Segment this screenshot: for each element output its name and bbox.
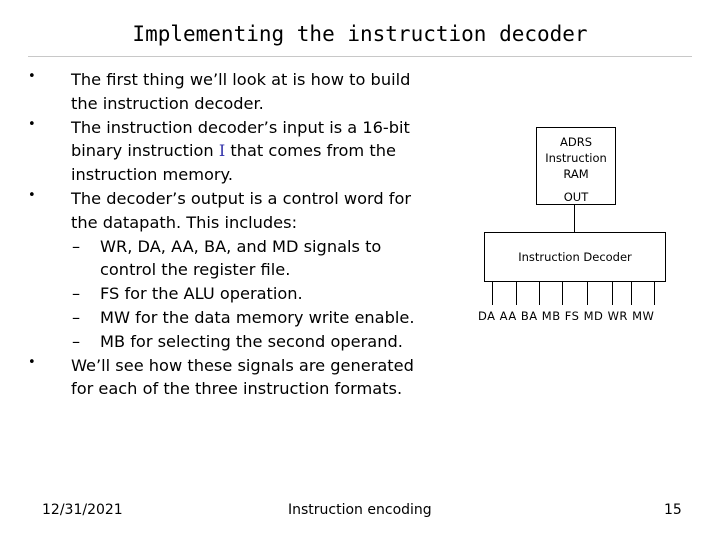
sub-bullet-item: – WR, DA, AA, BA, and MD signals to cont…: [28, 235, 448, 283]
output-wire: [562, 281, 563, 305]
decoder-output-wires: [484, 281, 666, 307]
output-wire: [631, 281, 632, 305]
sub-bullet-text: control the register file.: [100, 260, 291, 280]
sub-bullet-item: – MB for selecting the second operand.: [28, 330, 448, 354]
bullet-text: The first thing we’ll look at is how to …: [71, 70, 411, 89]
sub-bullet-text: MB for selecting the second operand.: [100, 331, 403, 351]
footer-date: 12/31/2021: [42, 502, 123, 518]
instruction-decoder-block: Instruction Decoder: [484, 232, 666, 282]
bullet-text: The instruction decoder’s input is a 16-…: [71, 117, 410, 137]
sub-bullet-item: – MW for the data memory write enable.: [28, 306, 448, 330]
output-wire: [654, 281, 655, 305]
dash-icon: –: [72, 307, 81, 327]
bullet-text: binary instruction I that comes from the: [71, 139, 448, 163]
ram-title-label: RAM: [563, 167, 589, 181]
bullet-text: instruction memory.: [71, 165, 233, 185]
bullet-text: The decoder’s output is a control word f…: [71, 188, 412, 208]
decoder-label: Instruction Decoder: [518, 250, 632, 264]
bullet-text: We’ll see how these signals are generate…: [71, 355, 414, 375]
output-wire: [539, 281, 540, 305]
output-wire: [612, 281, 613, 305]
ram-adrs-label: ADRS: [559, 135, 592, 149]
bullet-list: • The first thing we’ll look at is how t…: [28, 68, 448, 401]
dash-icon: –: [72, 284, 81, 304]
bullet-text-part: binary instruction: [71, 141, 219, 161]
sub-bullet-text: MW for the data memory write enable.: [100, 307, 415, 327]
page-title: Implementing the instruction decoder: [132, 22, 588, 46]
footer-title: Instruction encoding: [288, 502, 432, 518]
output-wire: [492, 281, 493, 305]
page-number: 15: [664, 502, 682, 518]
output-wire: [587, 281, 588, 305]
bullet-item: • We’ll see how these signals are genera…: [28, 354, 448, 402]
dash-icon: –: [72, 331, 81, 351]
output-wire: [516, 281, 517, 305]
sub-bullet-text: FS for the ALU operation.: [100, 284, 303, 304]
sub-bullet-item: – FS for the ALU operation.: [28, 282, 448, 306]
sub-bullet-text: WR, DA, AA, BA, and MD signals to: [100, 236, 382, 256]
bullet-item: • The decoder’s output is a control word…: [28, 187, 448, 235]
ram-title-label: Instruction: [545, 151, 607, 165]
bullet-item: • The first thing we’ll look at is how t…: [28, 68, 448, 116]
bullet-item: • The instruction decoder’s input is a 1…: [28, 116, 448, 187]
bullet-text: the instruction decoder.: [71, 93, 264, 113]
bullet-dot-icon: •: [28, 69, 36, 84]
ram-out-label: OUT: [563, 190, 589, 204]
dash-icon: –: [72, 236, 81, 256]
bullet-text: the datapath. This includes:: [71, 212, 298, 232]
bullet-dot-icon: •: [28, 116, 36, 132]
instruction-register-symbol: I: [218, 141, 226, 161]
bullet-dot-icon: •: [28, 354, 36, 370]
bullet-text: for each of the three instruction format…: [71, 379, 403, 399]
bullet-text-part: that comes from the: [225, 141, 396, 161]
title-divider: [28, 56, 692, 57]
ram-to-decoder-wire: [574, 205, 575, 232]
control-signal-labels: DA AA BA MB FS MD WR MW: [478, 309, 655, 323]
bullet-dot-icon: •: [28, 187, 36, 203]
instruction-ram-block: ADRS Instruction RAM OUT: [536, 127, 616, 205]
